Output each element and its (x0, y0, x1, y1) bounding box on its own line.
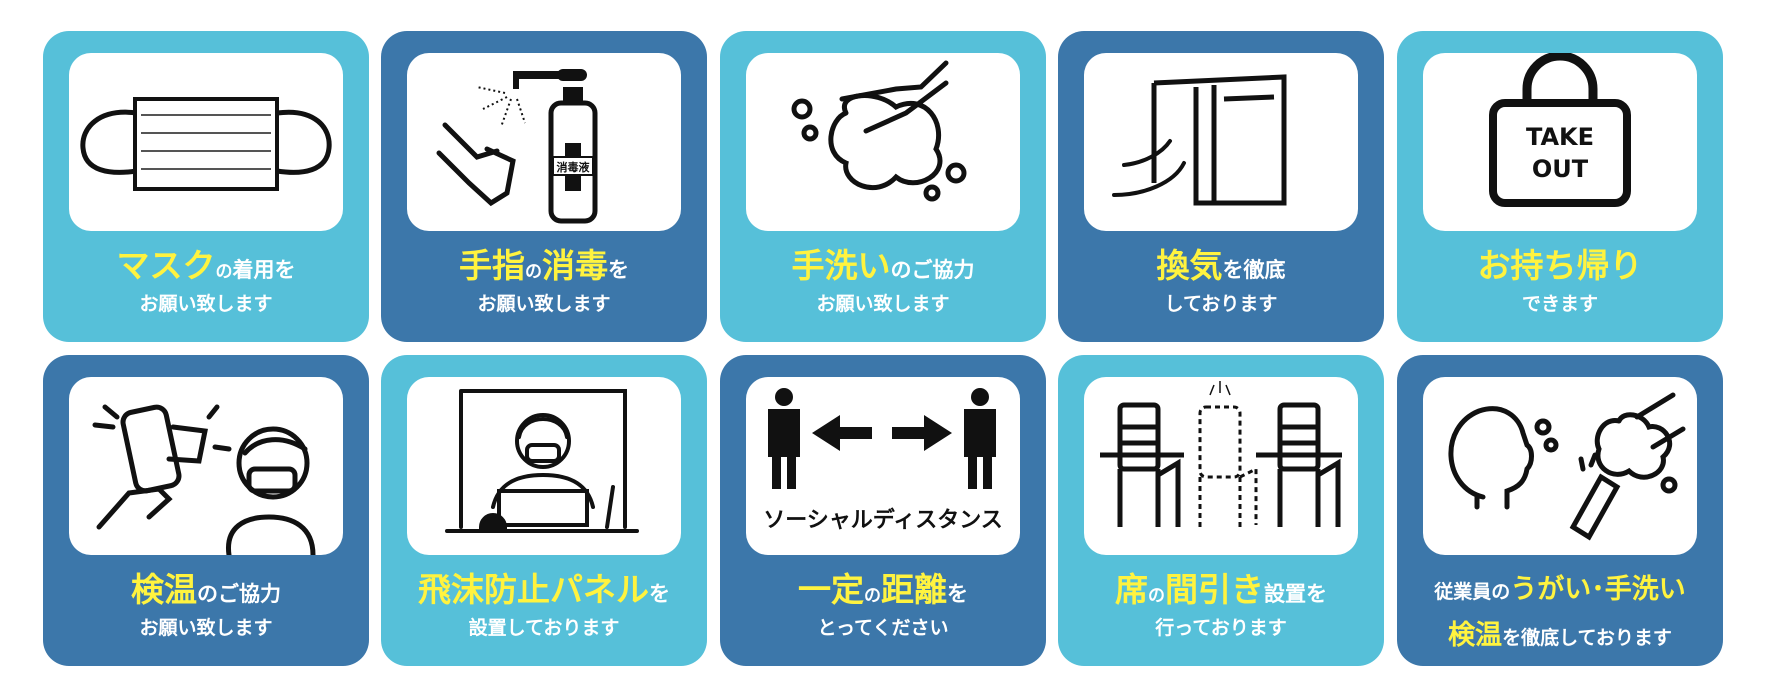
caption-text: の (215, 262, 233, 282)
takeout-bag-icon: TAKE OUT (1489, 53, 1631, 207)
spaced-chairs-icon (1100, 381, 1342, 527)
notice-text-line2: できます (1397, 289, 1723, 316)
notice-card: 検温のご協力お願い致します (43, 355, 369, 666)
ventilation-window-icon (1112, 74, 1287, 206)
illustration-panel: TAKE OUT (1423, 53, 1697, 231)
icon-label: ソーシャルディスタンス (763, 507, 1003, 533)
caption-text: の (525, 262, 542, 282)
caption-text: できます (1521, 293, 1598, 315)
notice-card: 席の間引き設置を行っております (1058, 355, 1384, 666)
notice-text-line1: お持ち帰り (1397, 243, 1723, 295)
illustration-panel (69, 53, 343, 231)
takeout-label: OUT (1532, 155, 1589, 183)
notice-text-line2: お願い致します (43, 613, 369, 640)
caption-text: のご協力 (890, 258, 975, 282)
highlight-text: 席 (1115, 570, 1148, 609)
illustration-panel (1084, 377, 1358, 555)
notice-text-line1: 飛沫防止パネルを (381, 567, 707, 619)
hand-sanitizer-icon: 消毒液 (436, 69, 598, 224)
caption-text: お願い致します (139, 617, 273, 639)
notice-card: マスクの着用をお願い致します (43, 31, 369, 342)
notice-text-line2: 行っております (1058, 613, 1384, 640)
caption-text: とってください (817, 617, 949, 639)
caption-text: お願い致します (816, 293, 950, 315)
highlight-text: うがい･手洗い (1510, 574, 1686, 605)
notice-card: TAKE OUT お持ち帰りできます (1397, 31, 1723, 342)
hand-washing-icon (791, 60, 967, 202)
notice-text-line1: 一定の距離を (720, 567, 1046, 619)
notice-text-line2: 設置しております (381, 613, 707, 640)
highlight-text: 距離 (881, 570, 947, 609)
highlight-text: 手指 (459, 246, 525, 285)
highlight-text: 一定 (798, 570, 864, 609)
notice-text-line2: 検温を徹底しております (1397, 613, 1723, 652)
notice-text-line1: 手洗いのご協力 (720, 243, 1046, 295)
highlight-text: マスク (116, 246, 216, 285)
notice-card: 換気を徹底しております (1058, 31, 1384, 342)
caption-text: お願い致します (477, 293, 611, 315)
highlight-text: 飛沫防止パネル (418, 570, 649, 609)
highlight-text: 検温 (1448, 620, 1503, 651)
notice-text-line2: とってください (720, 613, 1046, 640)
notice-text-line2: お願い致します (43, 289, 369, 316)
notice-card: 飛沫防止パネルを設置しております (381, 355, 707, 666)
notice-card: 従業員のうがい･手洗い検温を徹底しております (1397, 355, 1723, 666)
mask-icon (80, 97, 332, 191)
partition-panel-icon (445, 389, 639, 533)
notice-card: ソーシャルディスタンス一定の距離をとってください (720, 355, 1046, 666)
notice-text-line1: 席の間引き設置を (1058, 567, 1384, 619)
social-distance-icon: ソーシャルディスタンス (763, 388, 1003, 533)
illustration-panel (69, 377, 343, 555)
highlight-text: 手洗い (791, 246, 891, 285)
illustration-panel (1084, 53, 1358, 231)
illustration-panel (746, 53, 1020, 231)
takeout-label: TAKE (1526, 123, 1594, 151)
caption-text: 設置しております (468, 617, 620, 639)
caption-text: お願い致します (139, 293, 273, 315)
notice-card: 消毒液手指の消毒をお願い致します (381, 31, 707, 342)
caption-text: を徹底しております (1502, 627, 1672, 649)
notice-text-line1: マスクの着用を (43, 243, 369, 295)
notice-text-line1: 従業員のうがい･手洗い (1397, 567, 1723, 621)
caption-text: 着用を (232, 258, 296, 282)
notice-text-line1: 検温のご協力 (43, 567, 369, 619)
notice-text-line2: お願い致します (720, 289, 1046, 316)
notice-text-line1: 換気を徹底 (1058, 243, 1384, 295)
caption-text: のご協力 (197, 582, 281, 606)
illustration-panel: ソーシャルディスタンス (746, 377, 1020, 555)
highlight-text: お持ち帰り (1477, 246, 1643, 285)
illustration-panel (1423, 377, 1697, 555)
highlight-text: 検温 (131, 570, 197, 609)
icon-label: 消毒液 (557, 160, 591, 174)
notice-card: 手洗いのご協力お願い致します (720, 31, 1046, 342)
caption-text: を (608, 258, 629, 282)
caption-text: を (947, 582, 968, 606)
caption-text: の (1148, 586, 1165, 606)
thermometer-gun-icon (92, 404, 316, 555)
caption-text: を徹底 (1222, 258, 1286, 282)
caption-text: 従業員の (1434, 581, 1511, 603)
caption-text: を (649, 582, 670, 606)
illustration-panel: 消毒液 (407, 53, 681, 231)
caption-text: の (864, 586, 881, 606)
caption-text: しております (1164, 293, 1278, 315)
notice-text-line2: お願い致します (381, 289, 707, 316)
highlight-text: 間引き (1165, 570, 1264, 609)
caption-text: 設置を (1264, 582, 1327, 606)
caption-text: 行っております (1155, 617, 1287, 639)
notice-text-line1: 手指の消毒を (381, 243, 707, 295)
highlight-text: 消毒 (542, 246, 608, 285)
notice-text-line2: しております (1058, 289, 1384, 316)
highlight-text: 換気 (1156, 246, 1223, 285)
illustration-panel (407, 377, 681, 555)
staff-hygiene-icon (1448, 392, 1686, 541)
